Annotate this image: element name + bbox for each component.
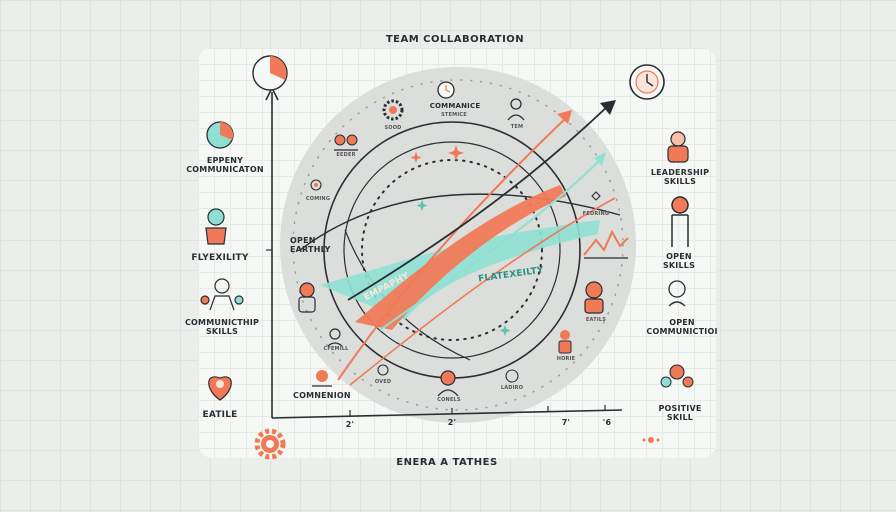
x-tick-label: 7' <box>561 418 571 427</box>
arrow-teal-head <box>594 152 606 166</box>
pie-chart-icon <box>252 55 288 91</box>
label-open-communication: OPEN COMMUNICTIOI <box>646 318 718 337</box>
heart-icon <box>208 376 232 401</box>
arrow-coral-main <box>337 115 569 381</box>
people-icon-left-comm <box>200 278 244 311</box>
label-commanice: COMMANICE <box>429 102 481 110</box>
arrow-teal <box>379 159 601 331</box>
people-icon-positive <box>660 364 694 388</box>
sparkle-icon <box>410 145 464 163</box>
person-icon-inner-right <box>584 281 604 314</box>
diagram-footer: ENERA A TATHES <box>396 457 498 468</box>
x-tick-label: 2' <box>447 418 457 427</box>
people-icon-coming <box>310 179 322 191</box>
person-icon-right <box>671 196 689 247</box>
person-icon-leader <box>667 131 689 163</box>
label-flexibility: FLYEXILITY <box>191 253 249 263</box>
person-icon-open <box>668 280 686 307</box>
gear-icon-small <box>382 99 404 121</box>
sparkle-icon-teal <box>416 200 511 336</box>
person-icon-inner-left <box>298 282 316 313</box>
x-tick-label: 2' <box>345 420 355 429</box>
person-icon-bottom-right <box>558 330 572 354</box>
arrow-dark-head <box>600 100 616 115</box>
person-icon-bottom <box>437 370 459 397</box>
label-communication-skills: COMMUNICTHIP SKILLS <box>184 318 260 337</box>
label-positive-skill: POSITIVE SKILL <box>658 404 702 423</box>
label-open-earthly: OPEN EARTHLY <box>290 236 331 255</box>
ring-icon <box>505 369 519 383</box>
arrow-coral-main-head <box>557 110 572 124</box>
person-icon-top <box>507 98 525 121</box>
label-eeder: EEDER <box>336 152 356 158</box>
arc-line-top <box>299 193 621 251</box>
bird-icon <box>591 191 601 201</box>
x-tick-label: '6 <box>602 418 612 427</box>
person-icon-small-left <box>327 328 343 347</box>
alarm-icon <box>437 81 455 99</box>
arrow-coral-second <box>349 197 616 386</box>
label-leadership-skills: LEADERSHIP SKILLS <box>650 168 710 187</box>
people-icon-eeder <box>334 134 358 151</box>
label-fedring: FEDRING <box>582 211 610 217</box>
label-stemice: STEMICE <box>441 112 467 118</box>
outer-dotted-ring <box>292 79 624 411</box>
label-oved: OVED <box>374 379 392 385</box>
label-ladiro: LADIRO <box>500 385 524 391</box>
diagram-title: TEAM COLLABORATION <box>385 34 525 45</box>
label-comnenion: COMNENION <box>293 391 351 400</box>
label-horie: HORIE <box>556 356 576 362</box>
people-icon-left-top <box>206 121 234 149</box>
inner-circle-middle <box>343 141 561 359</box>
x-axis-ticks <box>266 249 606 416</box>
label-conels: CONELS <box>437 397 461 403</box>
label-eatile: EATILE <box>202 410 238 420</box>
clock-icon <box>629 64 665 100</box>
ball-icon <box>377 364 389 376</box>
label-eatils: EATILS <box>585 317 607 323</box>
label-open-skills: OPEN SKILLS <box>662 252 696 271</box>
person-icon-comnenion <box>312 370 332 387</box>
label-tem: TEM <box>510 124 524 130</box>
ribbon-coral <box>355 185 566 330</box>
label-effective-communication: EPPENY COMMUNICATON <box>186 156 264 175</box>
label-coming: COMING <box>305 196 331 202</box>
arrow-dark <box>347 103 611 301</box>
inner-circle-dotted <box>361 159 543 341</box>
mountain-chart-icon <box>583 229 629 259</box>
gear-icon <box>254 428 286 460</box>
x-axis <box>271 409 623 419</box>
sparkle-icon-bottom <box>642 437 660 443</box>
label-sood: SOOD <box>384 125 402 131</box>
label-cfemill: CFEMILL <box>323 346 349 352</box>
people-icon-left-flex <box>205 208 227 245</box>
